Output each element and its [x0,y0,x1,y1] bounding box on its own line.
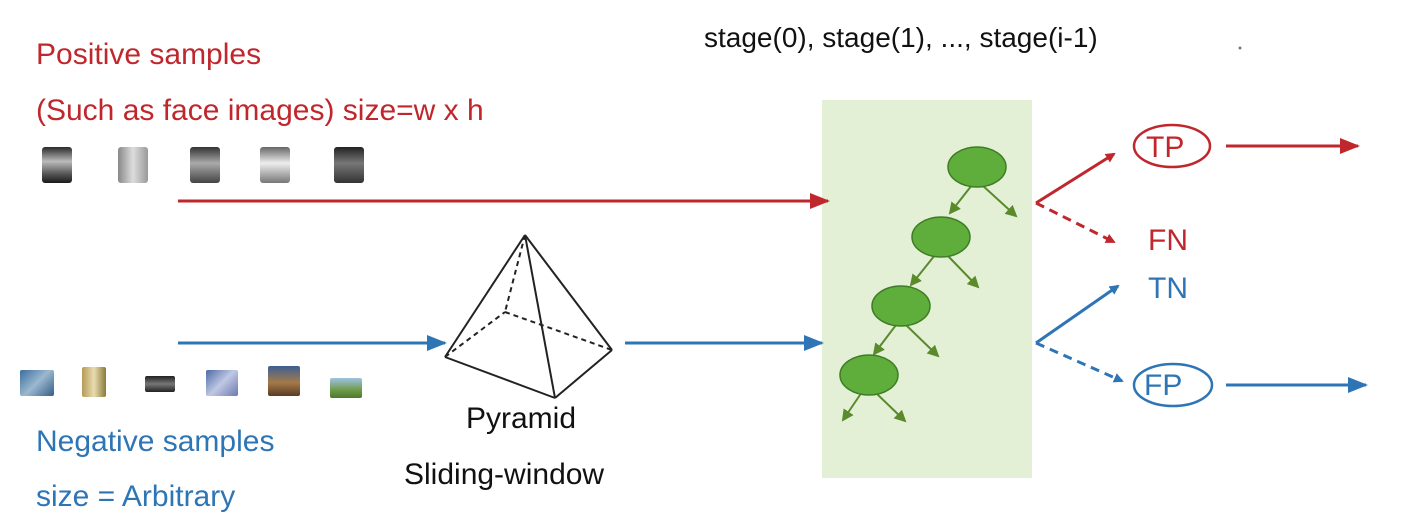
face-thumbnail [190,147,220,183]
negative-thumbnail [330,378,362,398]
pyramid-label: Pyramid [466,402,577,435]
positive-samples-subtitle: (Such as face images) size=w x h [36,94,484,127]
negative-samples-title: Negative samples [36,425,275,458]
fp-label: FP [1144,369,1183,402]
stage-node-0 [947,146,1007,188]
face-thumbnail [42,147,72,183]
tn-label: TN [1148,272,1188,305]
negative-thumbnail [268,366,300,396]
negative-thumbnail [206,370,238,396]
face-thumbnail [118,147,148,183]
fp-oval [1132,362,1214,408]
negative-thumbnail [82,367,106,397]
negative-thumbnail [20,370,54,396]
arrow-to-tn [1035,284,1120,345]
sliding-window-label: Sliding-window [404,458,605,491]
cascade-tree [839,146,1018,423]
fn-label: FN [1148,224,1188,257]
pyramid-icon [444,234,613,399]
stage-node-2 [871,285,931,327]
stages-label: stage(0), stage(1), ..., stage(i-1) [704,22,1098,53]
tp-oval [1132,123,1212,169]
negative-samples-subtitle: size = Arbitrary [36,480,236,513]
negative-thumbnail [145,376,175,392]
arrow-to-fn [1035,201,1116,244]
arrow-to-fp [1035,341,1124,383]
face-thumbnail [334,147,364,183]
stage-node-1 [911,216,971,258]
arrow-to-tp [1035,152,1116,205]
positive-samples-title: Positive samples [36,38,262,71]
stage-node-3 [839,354,899,396]
face-thumbnail [260,147,290,183]
dot-mark [1238,46,1242,50]
tp-label: TP [1146,131,1185,164]
